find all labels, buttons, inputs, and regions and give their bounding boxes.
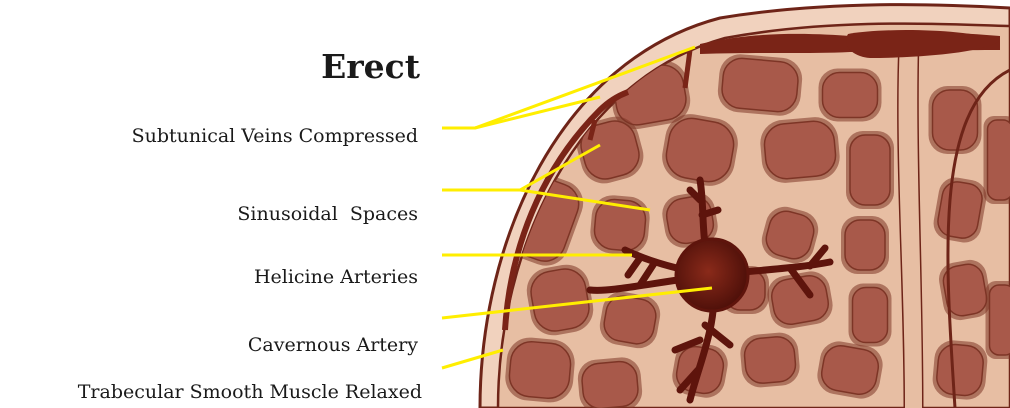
- sinusoid: [849, 284, 892, 347]
- helicine-artery: [702, 210, 718, 215]
- label-subtunical-veins: Subtunical Veins Compressed: [132, 127, 418, 146]
- diagram-title: Erect: [321, 50, 420, 83]
- sinusoid: [986, 281, 1010, 359]
- label-trabecular-muscle: Trabecular Smooth Muscle Relaxed: [78, 383, 422, 402]
- sinusoid: [846, 131, 894, 209]
- label-helicine-arteries: Helicine Arteries: [254, 268, 418, 287]
- sinusoid: [758, 115, 841, 185]
- sinusoid: [819, 69, 882, 122]
- sinusoid: [503, 336, 576, 405]
- sinusoid: [841, 216, 889, 274]
- sinusoid: [739, 331, 801, 389]
- sinusoid: [576, 356, 643, 408]
- sinusoid: [984, 116, 1010, 204]
- sinusoid: [929, 86, 982, 154]
- label-sinusoidal-spaces: Sinusoidal Spaces: [237, 205, 418, 224]
- cavernous-artery-circle: [676, 239, 748, 311]
- sinusoid: [716, 52, 804, 117]
- label-cavernous-artery: Cavernous Artery: [248, 336, 418, 355]
- sinusoid: [931, 339, 989, 401]
